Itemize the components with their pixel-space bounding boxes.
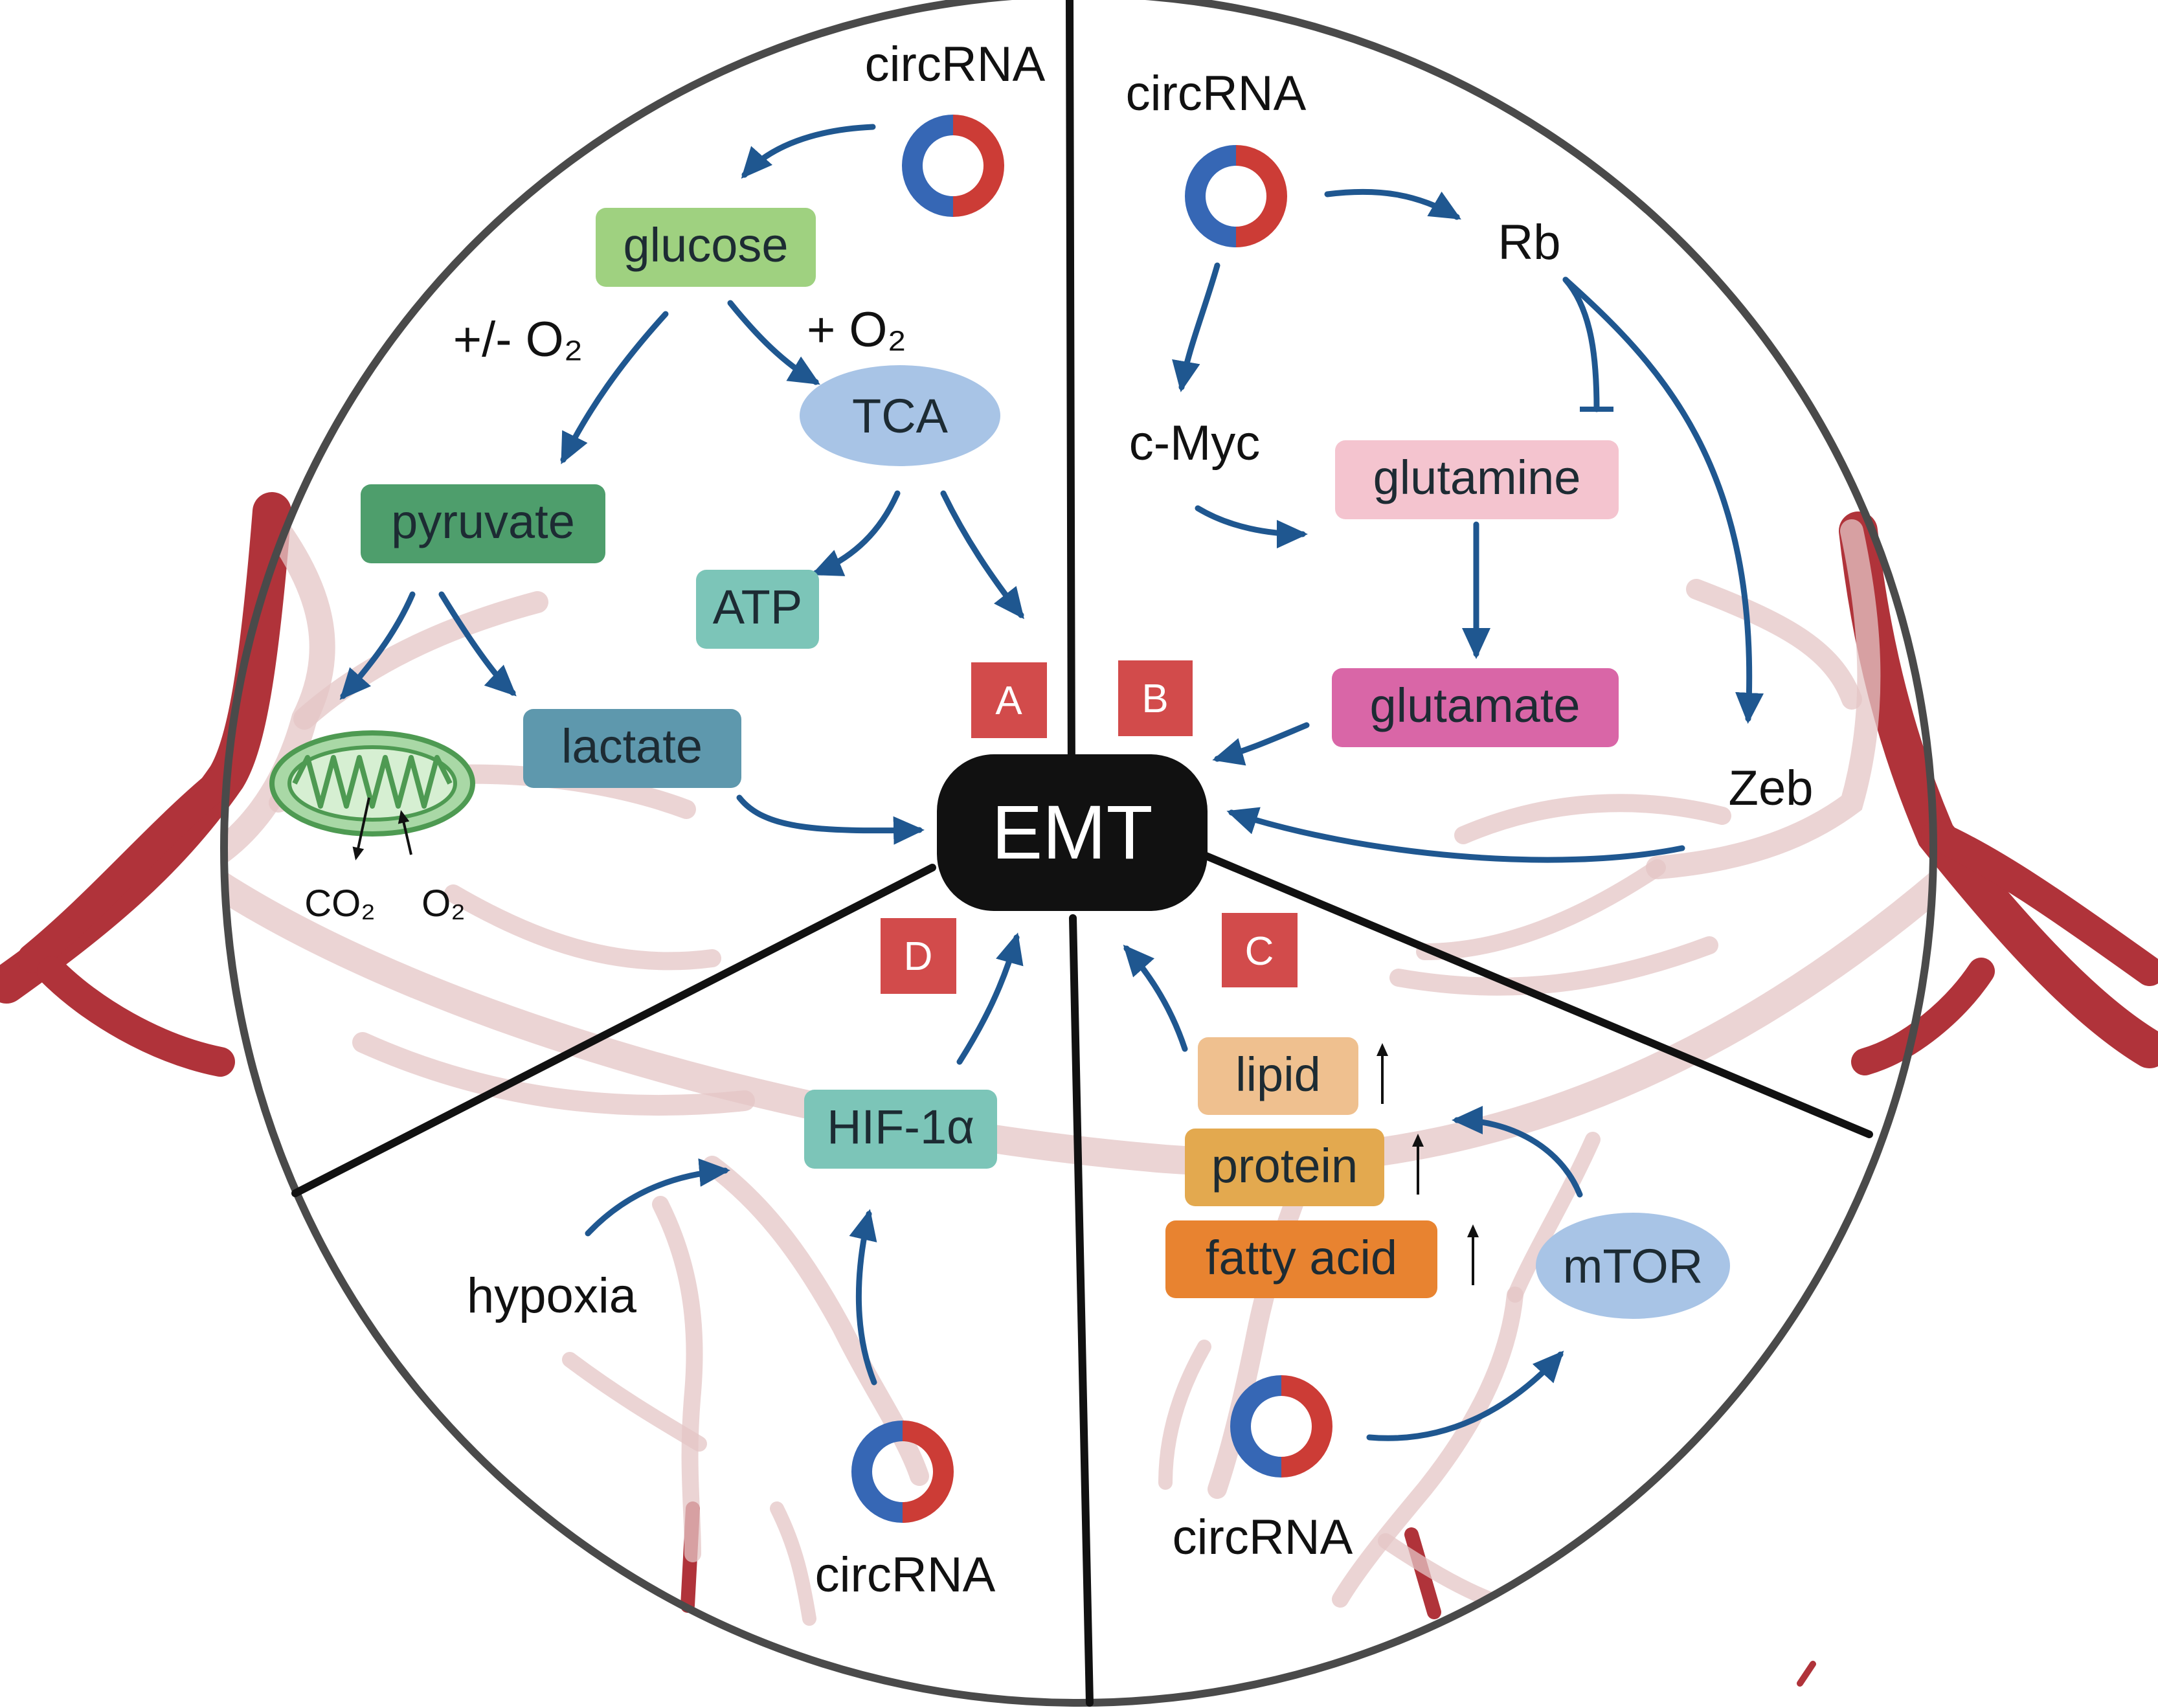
glucose-label: glucose: [623, 218, 788, 272]
svg-text:C: C: [1245, 929, 1274, 974]
tca-ellipse: [800, 365, 1000, 466]
glutamate-box: [1332, 668, 1619, 747]
pyruvate-label: pyruvate: [391, 495, 575, 548]
glutamine-box: [1335, 440, 1619, 519]
atp-box: [696, 570, 819, 649]
mtor-ellipse: [1536, 1213, 1730, 1319]
glucose-box: [596, 208, 816, 287]
lipid-box: [1198, 1037, 1358, 1115]
o2-plus-label: + O₂: [807, 302, 906, 357]
svg-text:D: D: [904, 934, 933, 979]
panel-tag-b: B: [1118, 660, 1193, 736]
lipid-label: lipid: [1235, 1048, 1321, 1101]
emt-node: EMT: [937, 754, 1208, 911]
o2-plus-minus-label: +/- O₂: [453, 312, 583, 367]
lactate-label: lactate: [561, 719, 702, 773]
rb-label: Rb: [1498, 215, 1560, 270]
hypoxia-label: hypoxia: [467, 1268, 637, 1323]
mitochondrion-icon: [269, 730, 475, 837]
atp-label: ATP: [713, 580, 802, 634]
panel-tag-c: C: [1222, 913, 1298, 987]
panel-c-circrna-label: circRNA: [1173, 1510, 1353, 1565]
diagram-circle: [220, 0, 1937, 1707]
panel-d: HIF-1α hypoxia circRNA: [467, 932, 1024, 1602]
hif-label: HIF-1α: [827, 1100, 974, 1154]
panel-tag-d: D: [881, 918, 956, 994]
tca-label: TCA: [852, 389, 949, 443]
fatty-acid-box: [1165, 1220, 1437, 1298]
fatty-acid-label: fatty acid: [1206, 1231, 1397, 1285]
panel-tag-a: A: [971, 662, 1047, 738]
panel-a-circrna-label: circRNA: [865, 37, 1046, 92]
panel-b-circrna-label: circRNA: [1126, 66, 1307, 121]
zeb-label: Zeb: [1729, 761, 1814, 816]
circrna-ring-icon: [1230, 1375, 1332, 1478]
panel-d-circrna-label: circRNA: [815, 1547, 996, 1602]
panel-c: lipid protein fatty acid mTOR circRNA: [1123, 945, 1730, 1565]
panel-b: circRNA Rb c-Myc glutamine glutamate Zeb: [1126, 66, 1814, 863]
co2-label: CO₂: [304, 882, 376, 925]
o2-label: O₂: [421, 882, 466, 925]
pyruvate-box: [361, 484, 605, 563]
circrna-ring-icon: [902, 115, 1004, 217]
mtor-label: mTOR: [1563, 1239, 1703, 1293]
svg-text:B: B: [1141, 677, 1168, 721]
svg-text:A: A: [995, 679, 1022, 723]
protein-box: [1185, 1129, 1384, 1206]
hif-box: [804, 1090, 997, 1169]
panel-dividers: [291, 0, 1873, 1707]
circrna-ring-icon: [1185, 145, 1287, 247]
lactate-box: [523, 709, 741, 788]
glutamate-label: glutamate: [1370, 679, 1580, 732]
emt-label: EMT: [991, 790, 1152, 875]
protein-label: protein: [1211, 1139, 1358, 1193]
glutamine-label: glutamine: [1373, 451, 1581, 504]
panel-a: circRNA glucose +/- O₂ + O₂ TCA pyruvate…: [269, 37, 1046, 925]
circrna-ring-icon: [851, 1421, 954, 1523]
cmyc-label: c-Myc: [1129, 416, 1261, 471]
